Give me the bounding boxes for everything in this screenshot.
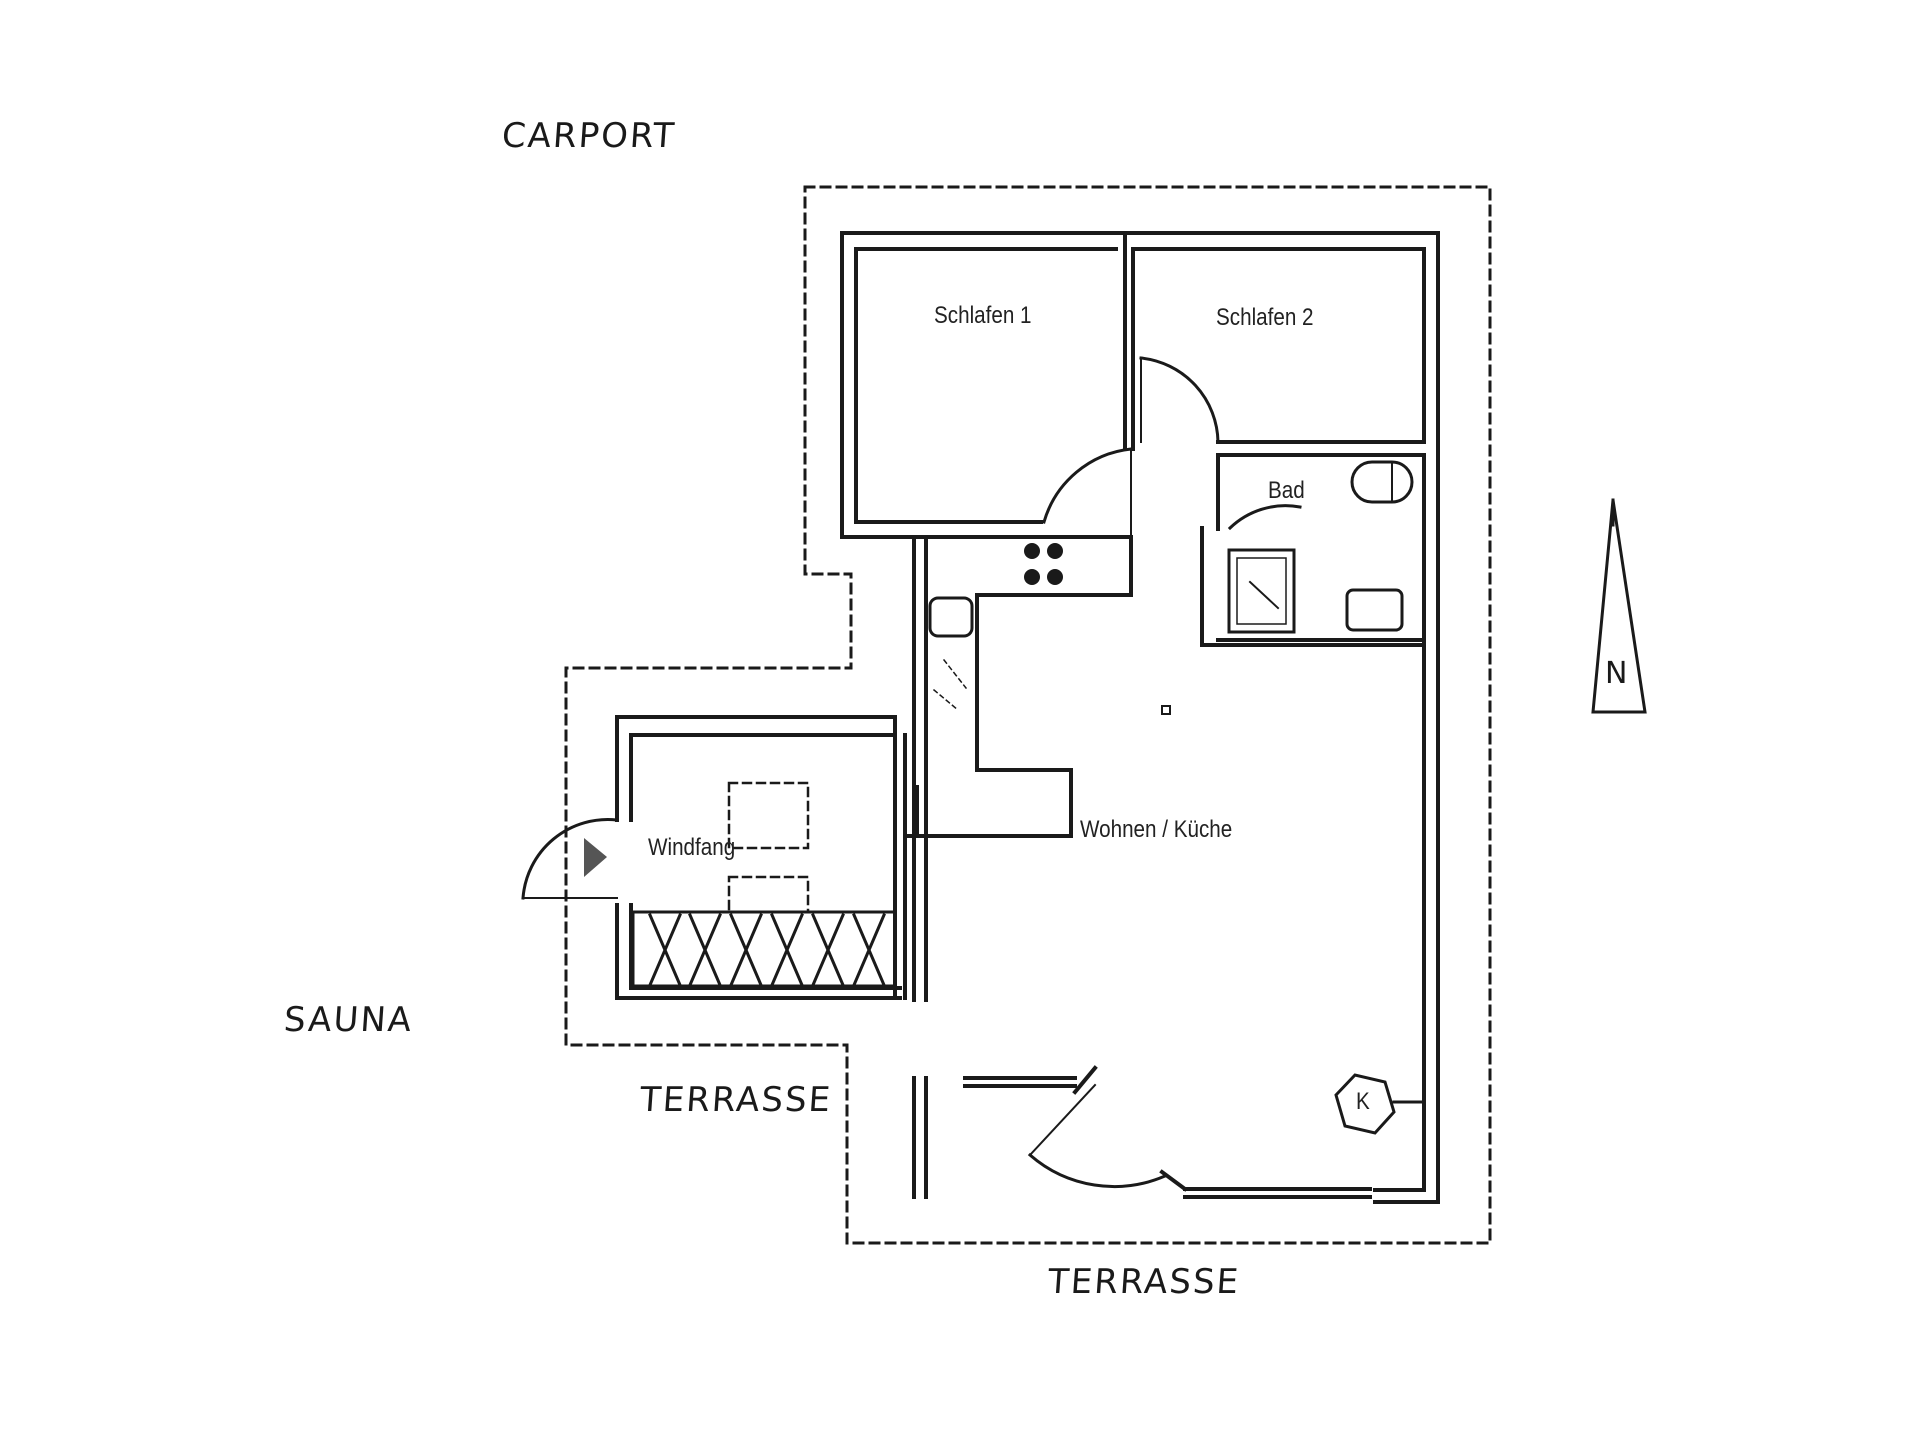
stove-icon <box>1024 543 1063 585</box>
wohnen-walls <box>912 535 1440 1204</box>
windfang-furniture <box>727 781 810 914</box>
bad-walls <box>1200 453 1426 647</box>
compass-letter: N <box>1605 656 1628 691</box>
room-label-schlafen2: Schlafen 2 <box>1216 304 1314 331</box>
room-label-bad: Bad <box>1268 477 1305 504</box>
terrasse-left-label: TERRASSE <box>638 1080 834 1120</box>
schlafen1-walls <box>840 231 1135 539</box>
schlafen2-walls <box>1123 231 1440 1204</box>
carport-label: CARPORT <box>500 116 678 156</box>
bad-fixtures <box>1227 460 1414 634</box>
entrance-arrow-icon <box>584 838 607 877</box>
windfang-walls <box>615 715 907 1000</box>
fireplace-mark: K <box>1356 1088 1370 1115</box>
door-swings <box>521 356 1302 1189</box>
sauna-label: SAUNA <box>282 1000 415 1040</box>
room-label-windfang: Windfang <box>648 834 736 861</box>
kitchen-counter <box>903 535 1133 838</box>
compass-icon <box>1591 498 1647 714</box>
room-label-schlafen1: Schlafen 1 <box>934 302 1032 329</box>
stair-wall <box>631 910 897 988</box>
room-label-wohnen: Wohnen / Küche <box>1080 816 1233 843</box>
terrace-outline <box>564 185 1492 1245</box>
column-marker <box>1161 705 1171 715</box>
fireplace-icon <box>1334 1073 1426 1135</box>
terrasse-bottom-label: TERRASSE <box>1046 1262 1242 1302</box>
